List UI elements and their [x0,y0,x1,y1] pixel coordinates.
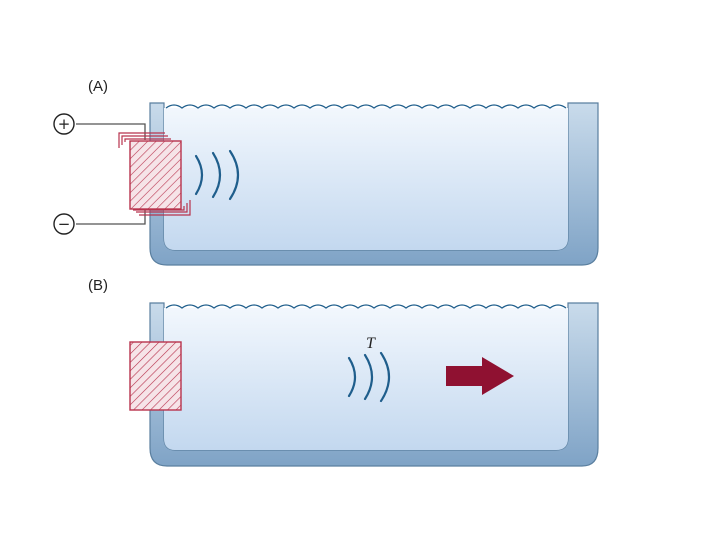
wave-label-t: T [366,335,376,352]
positive-wire [76,123,146,140]
panel-b: (B) T [88,277,599,467]
negative-terminal-label: − [58,215,71,233]
tank-b-water-surface [165,304,567,309]
circuit-a: + − [53,113,146,235]
sound-wave-arcs-a-icon [194,149,240,201]
panel-a-label: (A) [88,78,108,95]
negative-terminal-icon [53,213,75,235]
right-arrow-icon [446,357,514,395]
transducer-a-vibration-ghost-bottom [133,200,191,216]
sound-wave-arcs-b-icon [347,351,391,403]
tank-b-water [164,308,568,450]
transducer-a [118,132,191,216]
transducer-b-crystal [129,341,182,411]
negative-wire [76,208,146,225]
positive-terminal-icon [53,113,75,135]
tank-a-water-surface [165,104,567,109]
positive-terminal-label: + [58,115,71,133]
tank-a [149,102,599,266]
tank-a-water [164,108,568,250]
panel-a: (A) + − [53,78,599,266]
transducer-a-crystal [129,140,182,210]
panel-b-label: (B) [88,277,108,294]
tank-b [149,302,599,467]
transducer-a-vibration-ghost-top [118,132,171,148]
